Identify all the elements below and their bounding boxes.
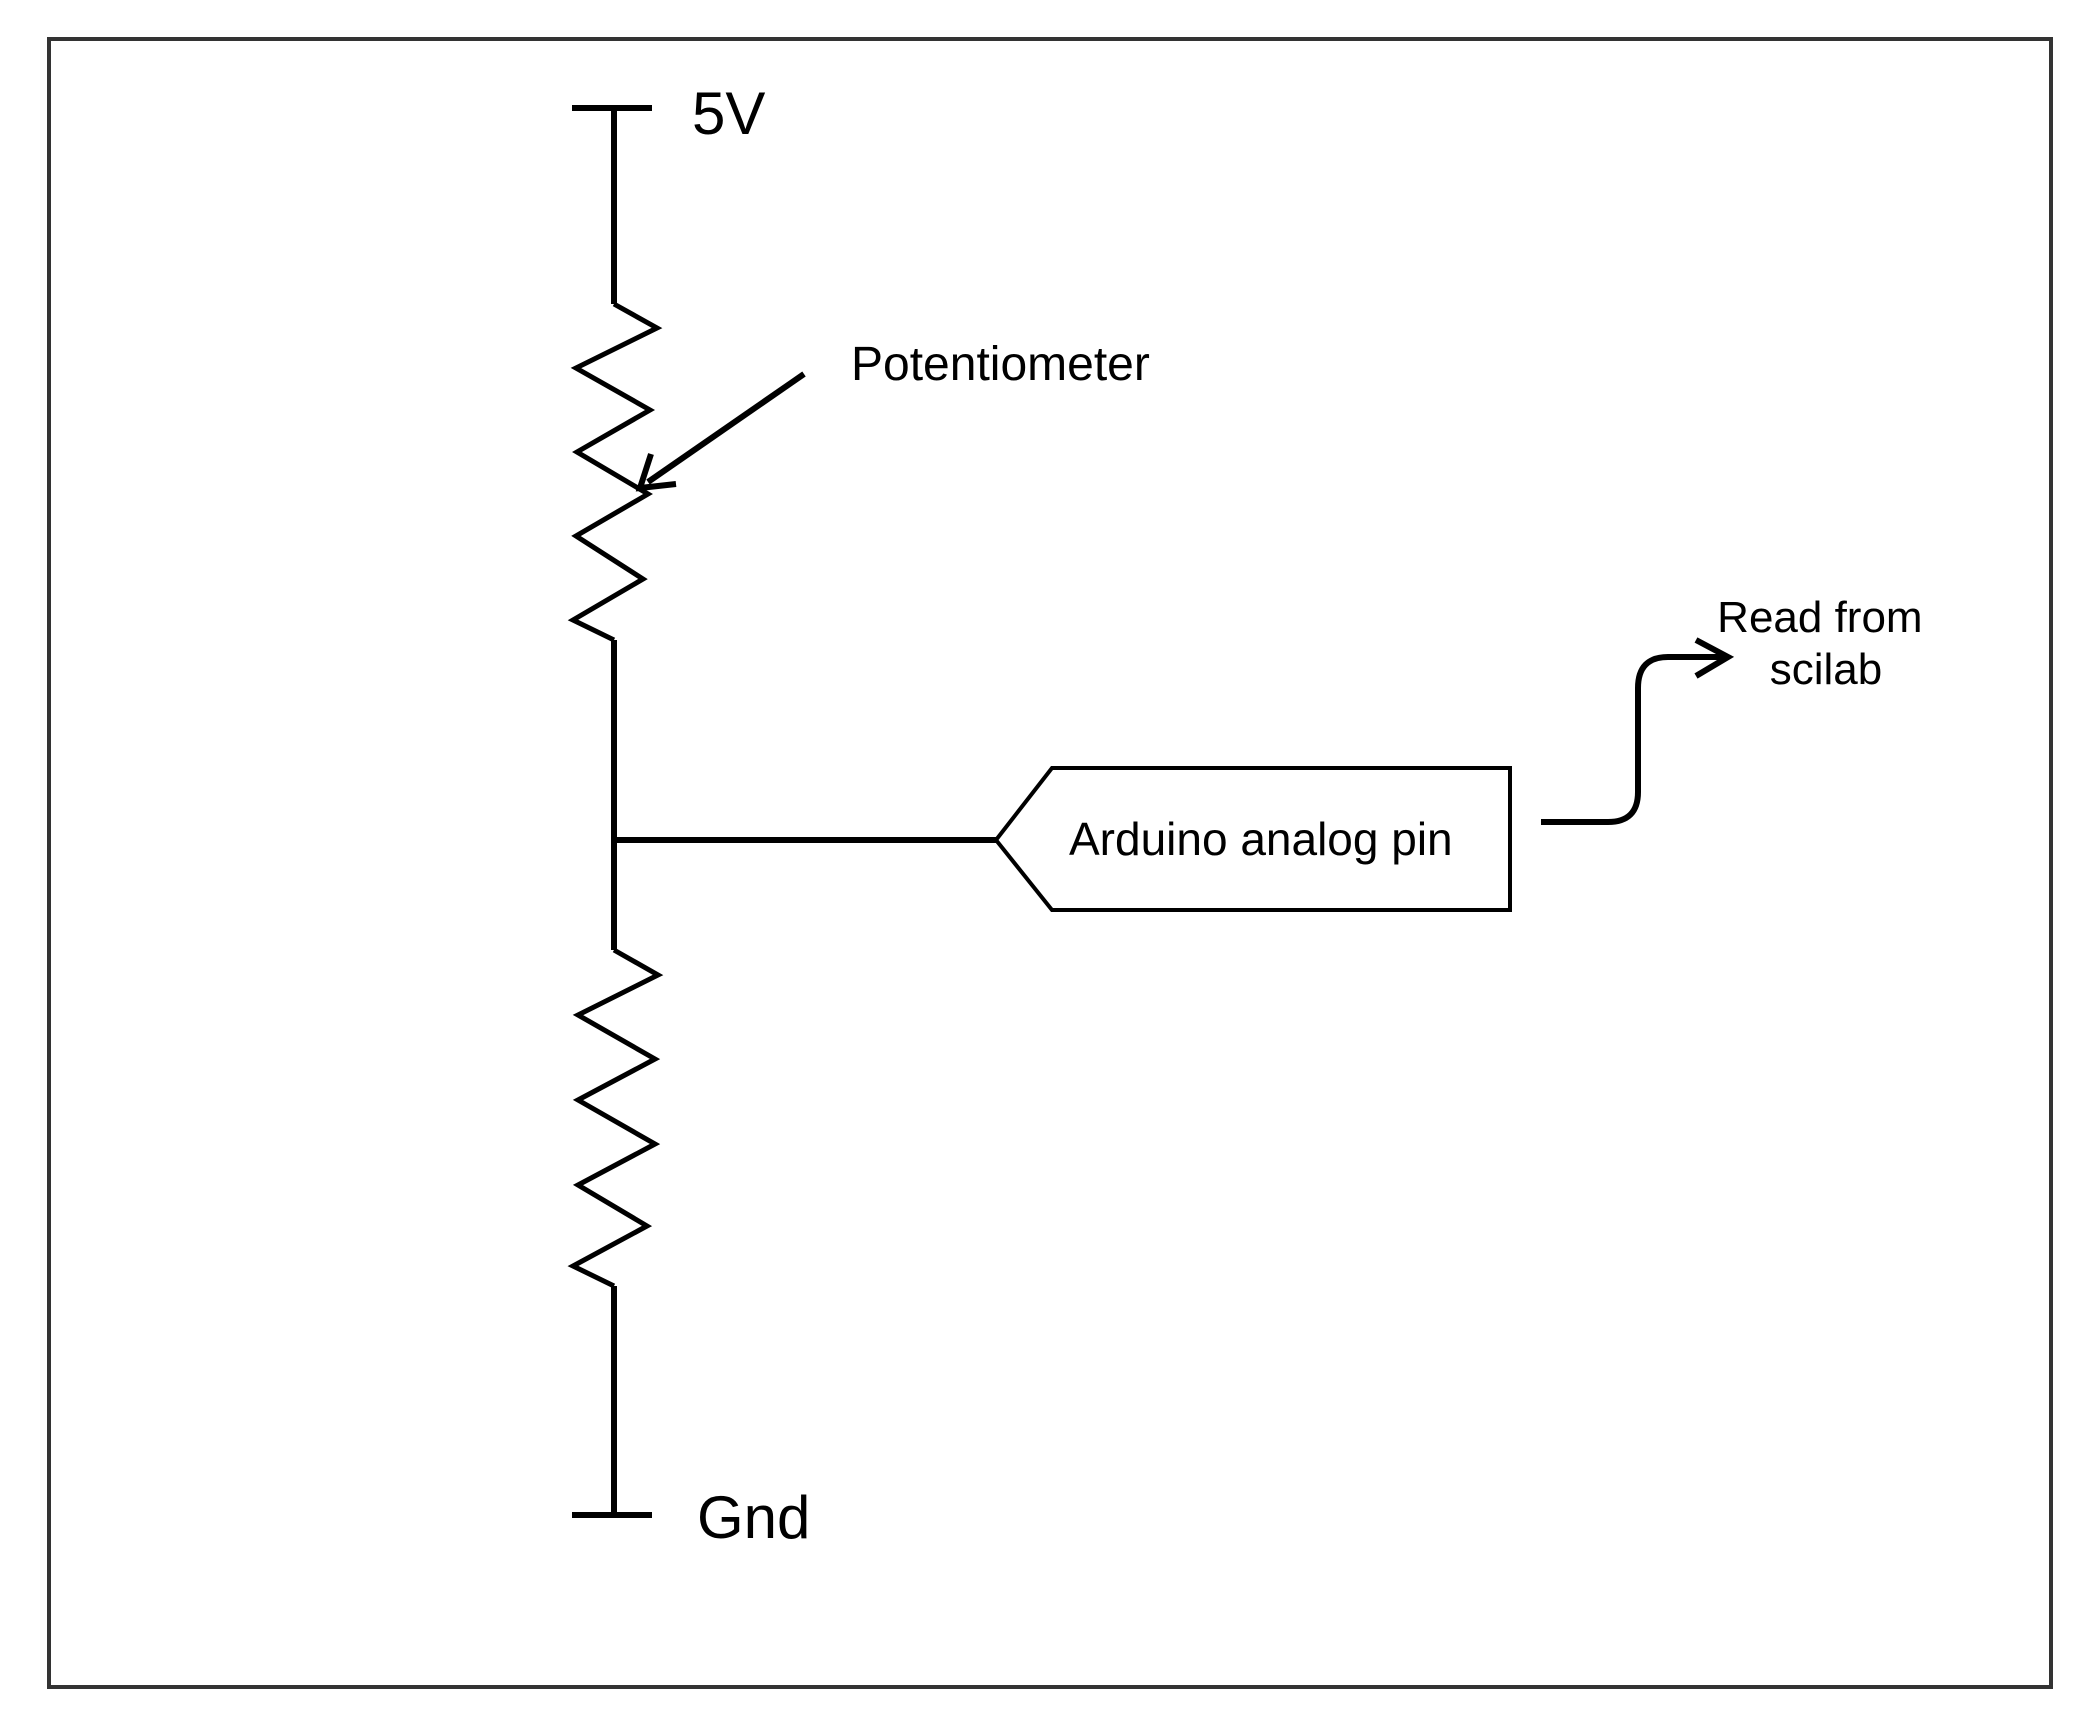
read-from-label-line2: scilab (1770, 645, 1883, 694)
supply-label: 5V (692, 80, 765, 147)
analog-pin-tag (993, 766, 1512, 912)
ground-label: Gnd (697, 1484, 810, 1551)
analog-pin-label: Arduino analog pin (1069, 813, 1453, 865)
diagram-frame (47, 37, 2053, 1689)
read-from-label-line1: Read from (1717, 593, 1922, 642)
potentiometer-label: Potentiometer (851, 338, 1150, 391)
fixed-resistor (567, 947, 664, 1289)
potentiometer-wiper-arrow (646, 371, 806, 485)
potentiometer-resistor (567, 301, 663, 643)
read-from-label: Read from scilab (1717, 593, 1935, 694)
read-arrowhead (1694, 637, 1735, 679)
read-arrow (1541, 654, 1722, 825)
potentiometer-wiper-arrowhead (635, 453, 677, 492)
